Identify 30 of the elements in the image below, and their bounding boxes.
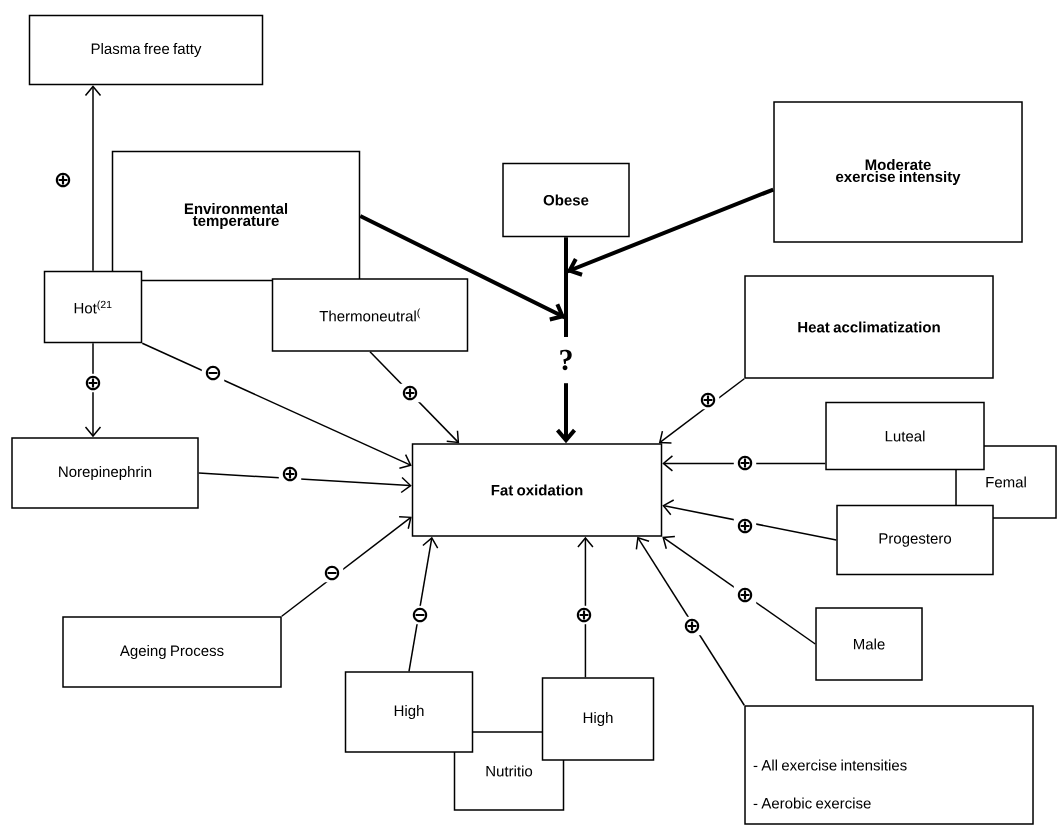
factor-box: Luteal — [825, 401, 985, 471]
factor-box: Ageing Process — [62, 616, 282, 688]
arrow — [369, 351, 460, 444]
factor-box: High — [541, 677, 655, 761]
factor-box: Moderate exercise intensity — [773, 101, 1023, 243]
arrow — [577, 536, 594, 678]
factor-box: Progestero — [836, 504, 994, 576]
arrow — [198, 472, 412, 494]
arrow — [408, 536, 439, 672]
factor-box: Plasma free fatty — [28, 14, 264, 86]
arrow — [662, 499, 837, 541]
arrow — [658, 378, 745, 444]
arrow — [556, 383, 577, 444]
factor-box: - All exercise intensities - Aerobic exercise — [744, 705, 1034, 825]
arrow — [662, 535, 816, 645]
factor-box: Heat acclimatization — [744, 275, 994, 379]
arrow — [281, 516, 412, 617]
factor-box: Fat oxidation — [411, 443, 663, 537]
arrow — [635, 536, 745, 706]
arrow — [141, 342, 412, 470]
question-mark: ? — [560, 349, 572, 371]
arrow — [84, 342, 102, 438]
factor-box: Male — [815, 607, 923, 681]
factor-box: Obese — [502, 162, 630, 238]
factor-box: Thermoneutral$^{(}$ — [271, 278, 469, 352]
factor-box: Norepinephrin — [11, 437, 199, 509]
arrow — [84, 85, 102, 272]
arrow — [662, 455, 826, 472]
factor-box: Hot$^{(21}$ — [43, 270, 143, 344]
factor-box: High — [344, 671, 474, 753]
